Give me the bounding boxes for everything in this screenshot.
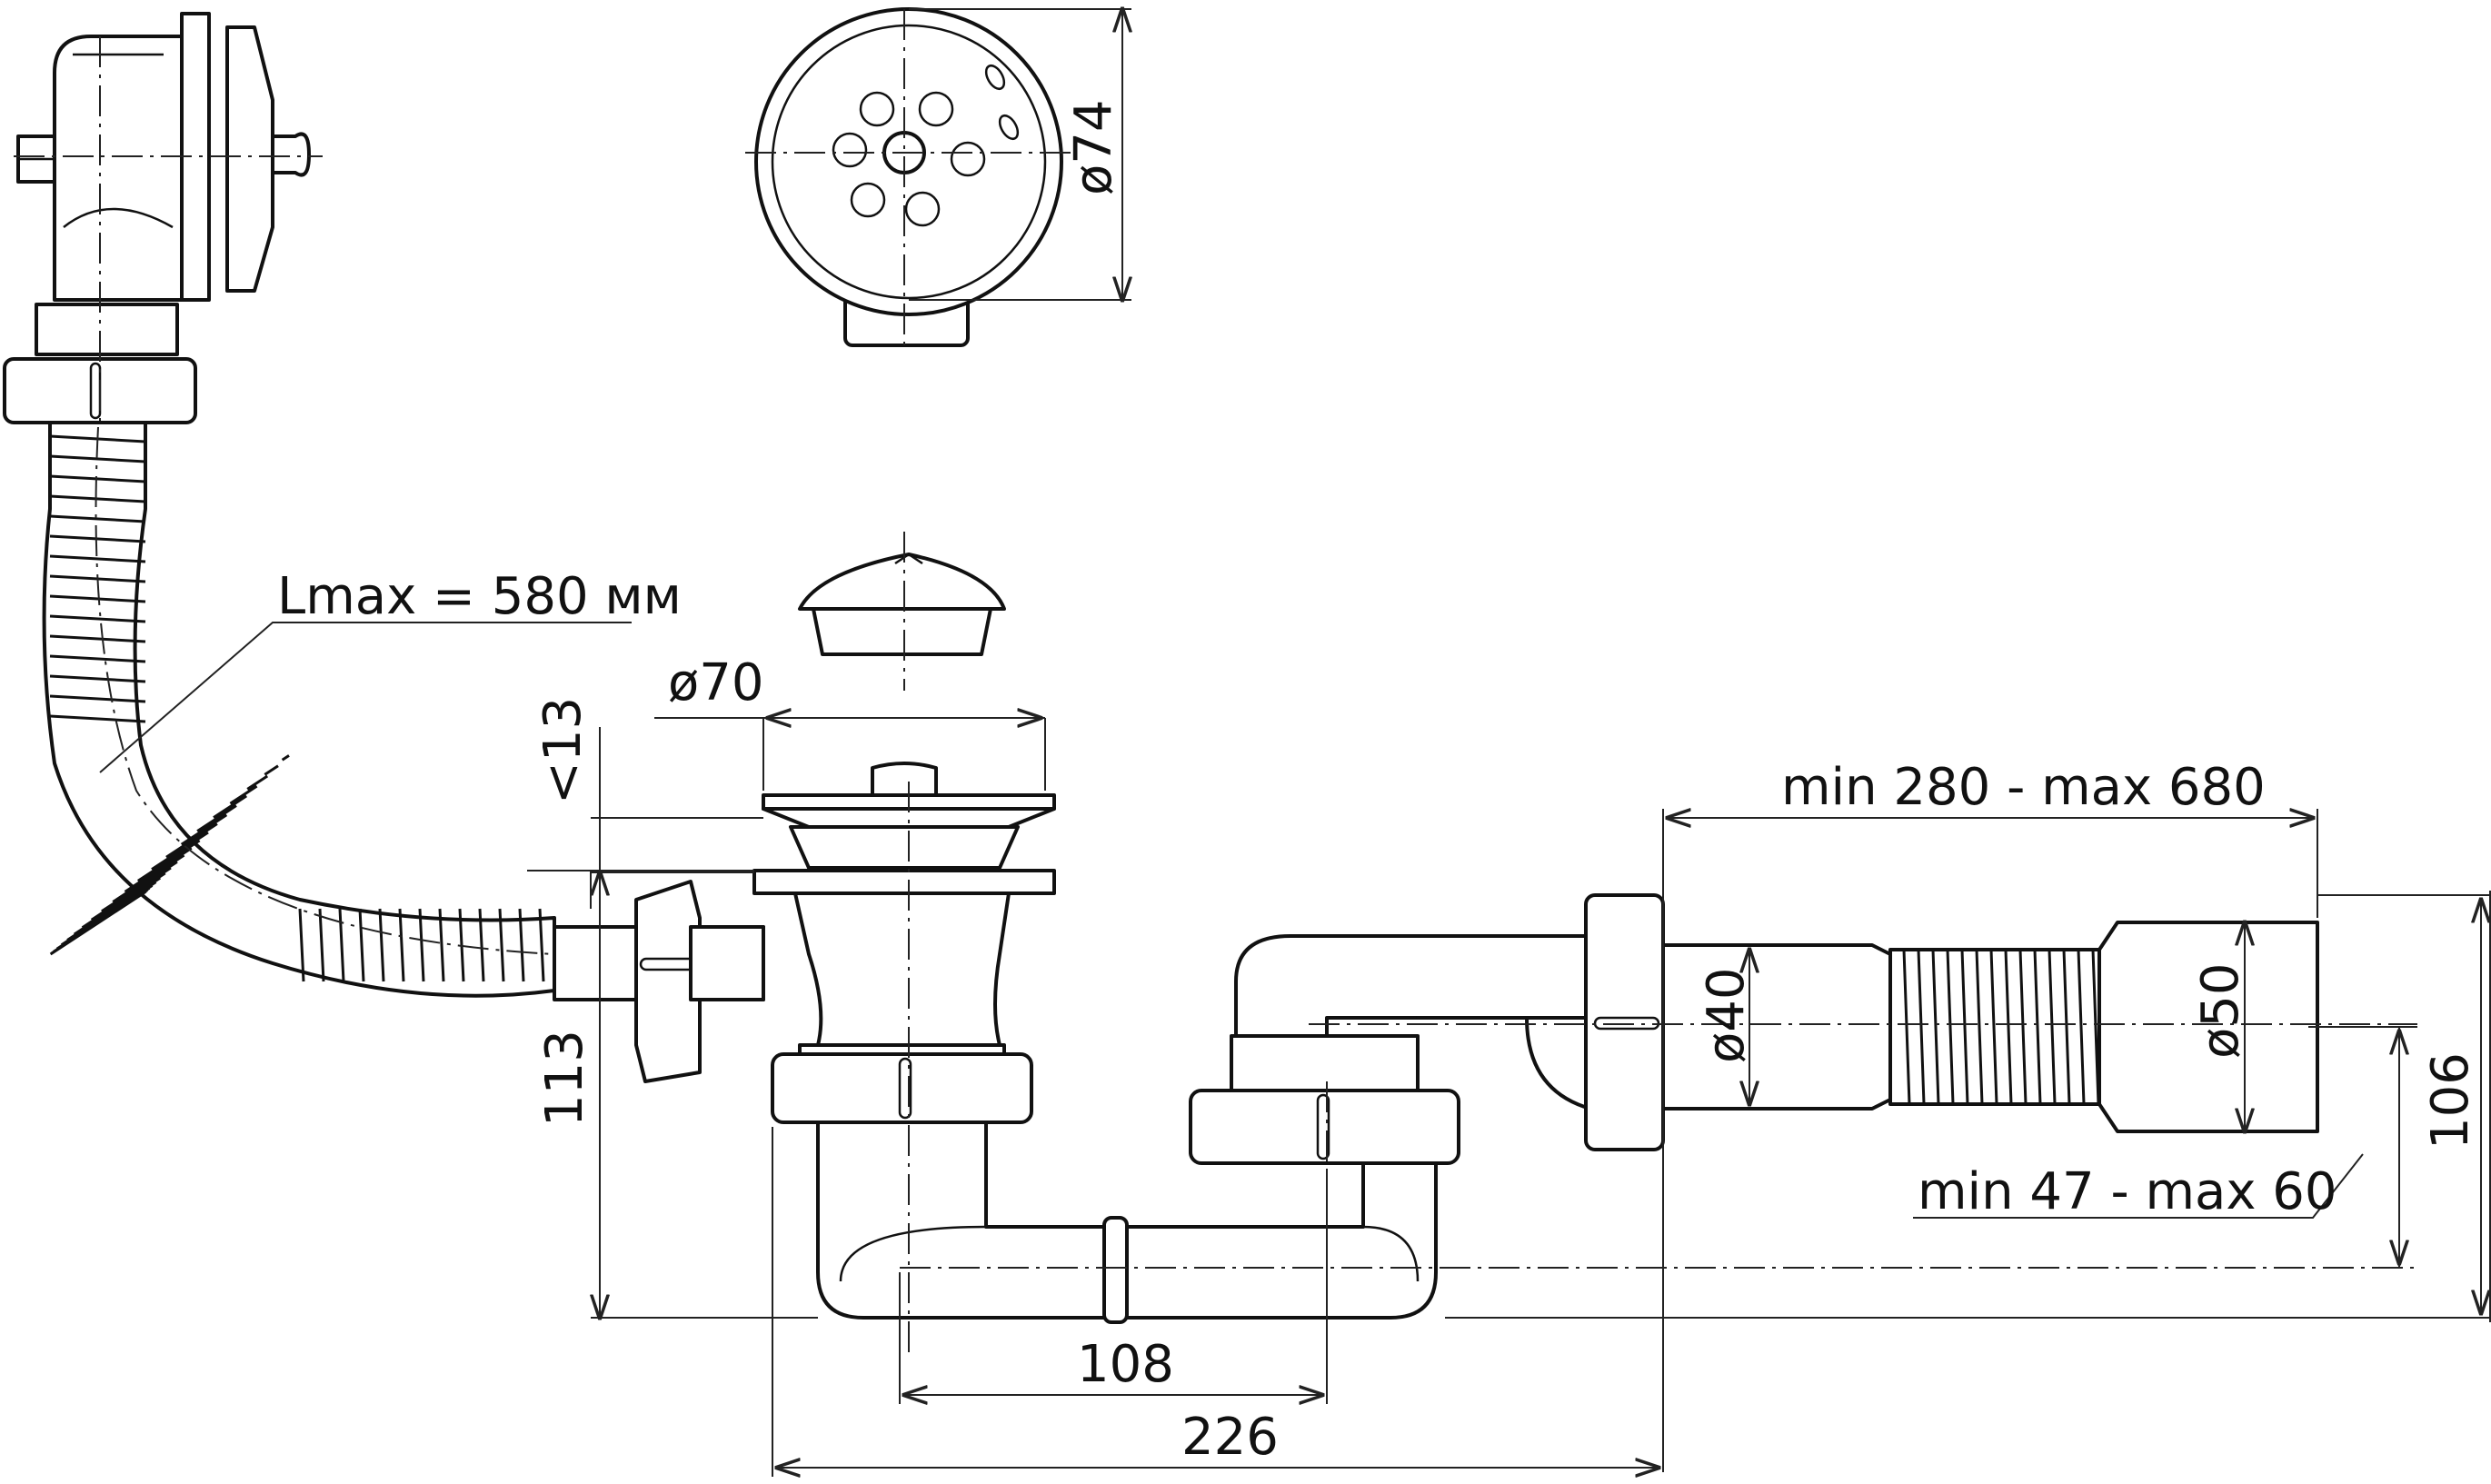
pipe-outer-diameter-label: ø50	[2191, 962, 2250, 1059]
rim-thickness-label: <13	[533, 697, 593, 804]
overflow-height-label: 113	[535, 1030, 594, 1127]
outlet-pipe	[1309, 893, 2417, 1151]
overflow-assembly	[3, 12, 323, 445]
outlet-range-label: min 280 - max 680	[1781, 758, 2266, 817]
trap-u-bend	[771, 782, 2417, 1354]
pitch-label: 108	[1077, 1335, 1174, 1394]
corrugated-hose	[42, 421, 556, 998]
drain-grate-top-view	[745, 7, 1072, 350]
pipe-inner-diameter-label: ø40	[1697, 967, 1756, 1063]
stopper-plug	[798, 532, 1006, 691]
total-width-label: 226	[1181, 1408, 1279, 1467]
seal-range-label: min 47 - max 60	[1918, 1162, 2337, 1221]
hose-length-label: Lmax = 580 мм	[277, 567, 682, 626]
drain-body	[527, 762, 1056, 1083]
grate-diameter-label: ø74	[1064, 99, 1123, 195]
stopper-diameter-label: ø70	[668, 653, 764, 712]
outlet-height-label: 106	[2421, 1052, 2480, 1150]
